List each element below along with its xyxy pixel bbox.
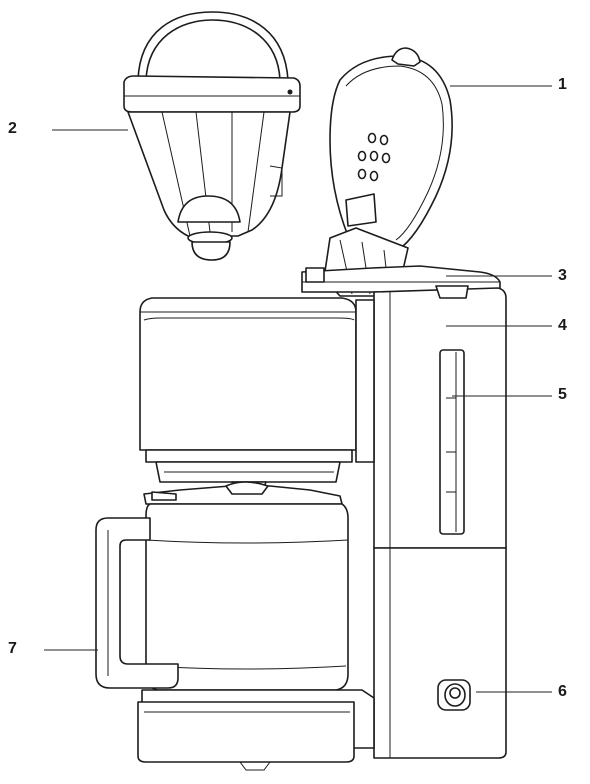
filter-basket-rim — [123, 75, 301, 113]
carafe-handle — [95, 517, 179, 689]
callout-3-housing-top: 3 — [558, 267, 567, 284]
base-housing — [373, 547, 507, 759]
lid-tab — [391, 47, 421, 67]
shower-head-holes — [357, 132, 391, 182]
callout-4-water-tank: 4 — [558, 317, 567, 334]
on-off-switch — [437, 679, 471, 711]
callout-1-lid: 1 — [558, 76, 567, 93]
callout-5-water-level: 5 — [558, 386, 567, 403]
callout-6-switch: 6 — [558, 683, 567, 700]
drip-stop-valve — [191, 241, 231, 261]
callout-2-filter-basket: 2 — [8, 120, 17, 137]
callout-7-carafe: 7 — [8, 640, 17, 657]
filter-basket — [123, 11, 301, 261]
brew-chamber — [139, 297, 375, 493]
water-level-indicator — [439, 349, 465, 535]
water-tank-lid — [323, 47, 453, 297]
filter-basket-handle — [137, 11, 289, 81]
thermal-carafe — [95, 481, 375, 763]
